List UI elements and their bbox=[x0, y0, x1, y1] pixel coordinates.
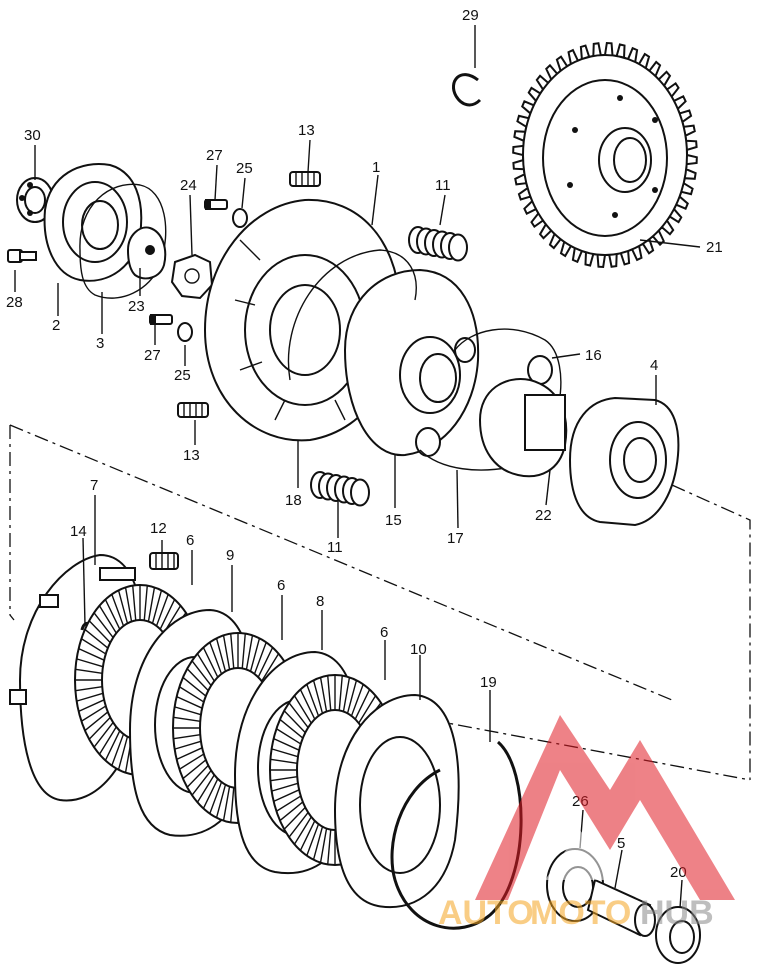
callout-12: 12 bbox=[150, 520, 167, 537]
bush-5 bbox=[586, 878, 656, 937]
callout-13-lower: 13 bbox=[183, 447, 200, 464]
lock-plate-24 bbox=[170, 253, 214, 300]
callout-15: 15 bbox=[385, 512, 402, 529]
watermark-logo-icon bbox=[475, 715, 735, 900]
callout-18: 18 bbox=[285, 492, 302, 509]
steel-plate-10 bbox=[333, 693, 460, 909]
snap-ring-29 bbox=[452, 73, 482, 107]
callout-2: 2 bbox=[52, 317, 60, 334]
stud-13-upper bbox=[289, 171, 321, 187]
callout-13-upper: 13 bbox=[298, 122, 315, 139]
callout-labels: 29 30 13 27 25 24 1 11 21 28 2 3 23 27 2… bbox=[6, 7, 723, 881]
bolt-27-lower bbox=[149, 314, 173, 325]
callout-28: 28 bbox=[6, 294, 23, 311]
primary-driven-gear bbox=[512, 41, 698, 269]
callout-8: 8 bbox=[316, 593, 324, 610]
callout-23: 23 bbox=[128, 298, 145, 315]
callout-6-third: 6 bbox=[380, 624, 388, 641]
leader-lines bbox=[14, 25, 701, 909]
callout-27-lower: 27 bbox=[144, 347, 161, 364]
callout-3: 3 bbox=[96, 335, 104, 352]
callout-16: 16 bbox=[585, 347, 602, 364]
watermark-word-auto: AUTO bbox=[438, 894, 534, 932]
automotohub-watermark: AUTO MOTO HUB bbox=[438, 715, 735, 932]
callout-22: 22 bbox=[535, 507, 552, 524]
callout-21: 21 bbox=[706, 239, 723, 256]
damper-rubber-16 bbox=[415, 337, 553, 457]
bolt-27-upper bbox=[204, 199, 228, 210]
pressure-plate-4 bbox=[568, 396, 680, 527]
spring-11-upper bbox=[408, 226, 468, 262]
watermark-word-hub: HUB bbox=[640, 894, 714, 932]
callout-25-upper: 25 bbox=[236, 160, 253, 177]
callout-29: 29 bbox=[462, 7, 479, 24]
clutch-cover-2 bbox=[43, 163, 143, 282]
spring-11-lower bbox=[310, 471, 370, 507]
callout-6-second: 6 bbox=[277, 577, 285, 594]
washer-20 bbox=[655, 906, 701, 964]
watermark-word-moto: MOTO bbox=[530, 894, 631, 932]
washer-25-upper bbox=[232, 208, 248, 228]
spring-12 bbox=[149, 552, 179, 570]
callout-14: 14 bbox=[70, 523, 87, 540]
callout-1: 1 bbox=[372, 159, 380, 176]
callout-7: 7 bbox=[90, 477, 98, 494]
callout-10: 10 bbox=[410, 641, 427, 658]
washer-25-lower bbox=[177, 322, 193, 342]
callout-27-upper: 27 bbox=[206, 147, 223, 164]
callout-5: 5 bbox=[617, 835, 625, 852]
callout-11-upper: 11 bbox=[435, 177, 451, 194]
callout-4: 4 bbox=[650, 357, 658, 374]
callout-24: 24 bbox=[180, 177, 197, 194]
callout-25-lower: 25 bbox=[174, 367, 191, 384]
stud-13-lower bbox=[177, 402, 209, 418]
callout-17: 17 bbox=[447, 530, 464, 547]
callout-30: 30 bbox=[24, 127, 41, 144]
lifter-plate-23 bbox=[126, 226, 167, 280]
bolt-28 bbox=[7, 249, 37, 263]
clutch-center-15 bbox=[343, 268, 480, 457]
callout-11-lower: 11 bbox=[327, 539, 343, 556]
callout-6-first: 6 bbox=[186, 532, 194, 549]
callout-19: 19 bbox=[480, 674, 497, 691]
callout-9: 9 bbox=[226, 547, 234, 564]
wire-ring-18 bbox=[287, 249, 417, 381]
clutch-hub-22 bbox=[478, 378, 568, 478]
